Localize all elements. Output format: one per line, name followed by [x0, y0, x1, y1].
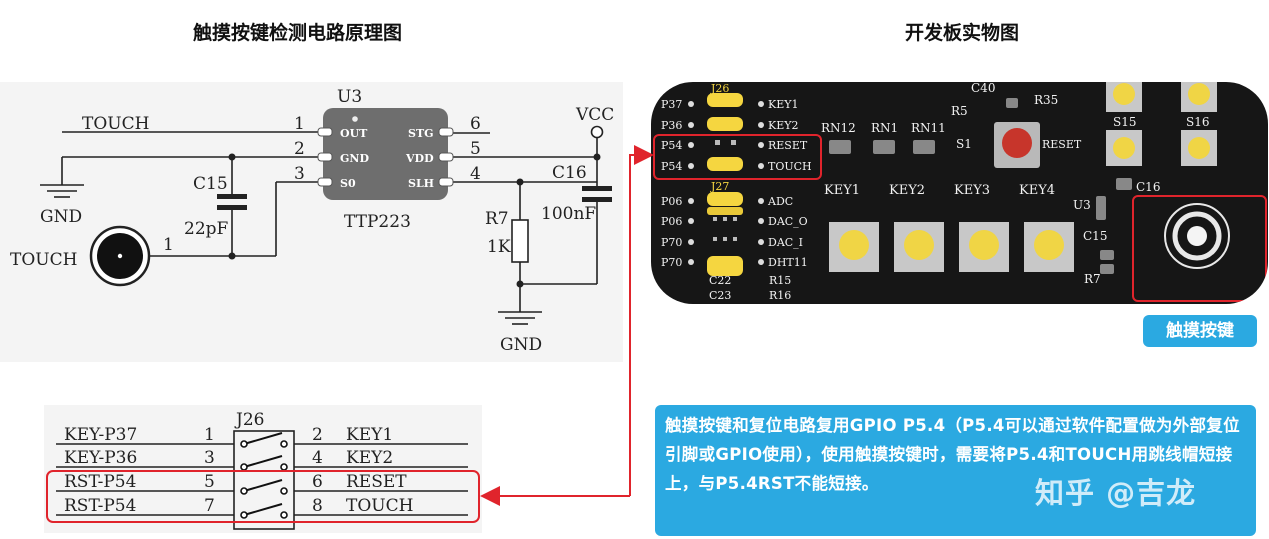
chip-pin-stg: STG [408, 127, 434, 140]
jumper-row-2-pin-left: 3 [204, 448, 215, 468]
jumper-row-3-left: RST-P54 [64, 472, 136, 492]
board-key3-label: KEY3 [954, 183, 990, 198]
chip-name-label: TTP223 [344, 212, 411, 232]
jumper-row-4-pin-left: 7 [204, 496, 215, 516]
board-key1-label: KEY1 [824, 183, 860, 198]
chip-pin-gnd: GND [340, 152, 369, 165]
board-s15-label: S15 [1113, 115, 1137, 129]
board-c16-label: C16 [1136, 180, 1160, 194]
chip-pin-vdd: VDD [405, 152, 434, 165]
pin-number-3: 3 [294, 164, 305, 184]
board-r5-label: R5 [951, 104, 968, 118]
board-reset-label: RESET [1042, 138, 1082, 151]
c16-value-label: 100nF [541, 204, 596, 224]
jumper-row-1-pin-right: 2 [312, 425, 323, 445]
jumper-row-3-pin-right: 6 [312, 472, 323, 492]
touch-detect-schematic: OUT GND S0 STG VDD SLH U3 TTP223 1 2 3 6… [0, 82, 623, 362]
r7-value-label: 1K [487, 237, 511, 257]
pin-number-5: 5 [470, 139, 481, 159]
chip-pin-slh: SLH [408, 177, 434, 190]
jumper-row-4-left: RST-P54 [64, 496, 136, 516]
board-row-3-left: P54 [661, 139, 682, 152]
board-row-3-right: RESET [768, 139, 808, 152]
watermark: 知乎 @吉龙 [1035, 476, 1197, 510]
board-row-4-right: TOUCH [768, 160, 812, 173]
board-row-8-left: P70 [661, 256, 682, 269]
board-touch-highlight [1132, 195, 1267, 302]
board-u3-label: U3 [1073, 198, 1091, 212]
board-row-5-left: P06 [661, 195, 682, 208]
board-rn11-label: RN11 [911, 121, 946, 135]
board-row-7-right: DAC_I [768, 236, 803, 249]
board-row-7-left: P70 [661, 236, 682, 249]
board-j26-label: J26 [710, 82, 729, 95]
touch-pad-pin-number: 1 [163, 235, 174, 255]
jumper-row-3-right: RESET [346, 472, 407, 492]
jumper-row-2-pin-right: 4 [312, 448, 323, 468]
dev-board-photo: J26 J27 P37 KEY1 P36 KEY2 P54 RESET P54 … [651, 82, 1268, 304]
j26-jumper-schematic: J26 KEY-P37 1 2 KEY1 KEY-P36 3 4 KEY2 RS… [44, 405, 482, 533]
pin-number-4: 4 [470, 164, 481, 184]
board-key4-label: KEY4 [1019, 183, 1055, 198]
board-rn1-label: RN1 [871, 121, 898, 135]
board-c23-label: C23 [709, 289, 731, 302]
board-r7-label: R7 [1084, 272, 1101, 286]
board-p54-highlight [653, 134, 822, 180]
c15-value-label: 22pF [184, 219, 229, 239]
j26-header [707, 93, 743, 171]
board-rn12-label: RN12 [821, 121, 856, 135]
board-row-2-right: KEY2 [768, 119, 799, 132]
board-photo-title: 开发板实物图 [905, 22, 1020, 44]
gnd-bottom-label: GND [500, 335, 542, 355]
jumper-row-1-pin-left: 1 [204, 425, 215, 445]
c15-ref-label: C15 [193, 174, 228, 194]
jumper-row-2-right: KEY2 [346, 448, 393, 468]
board-row-8-right: DHT11 [768, 256, 808, 269]
board-c22-label: C22 [709, 274, 731, 287]
board-row-1-left: P37 [661, 98, 682, 111]
pin-number-1: 1 [294, 114, 305, 134]
gnd-left-label: GND [40, 207, 82, 227]
jumper-row-1-left: KEY-P37 [64, 425, 137, 445]
jumper-row-4-right: TOUCH [346, 496, 413, 516]
board-row-5-right: ADC [767, 195, 793, 208]
jumper-row-3-pin-left: 5 [204, 472, 215, 492]
schematic-title: 触摸按键检测电路原理图 [193, 22, 403, 44]
pin-number-2: 2 [294, 139, 305, 159]
board-row-1-right: KEY1 [768, 98, 799, 111]
arrow-to-board [629, 145, 654, 496]
board-touch-pad [1164, 203, 1230, 269]
chip-ref-label: U3 [337, 87, 362, 107]
j27-header [707, 192, 743, 276]
board-row-4-left: P54 [661, 160, 682, 173]
jumper-row-1-right: KEY1 [346, 425, 393, 445]
touch-key-tag: 触摸按键 [1143, 315, 1257, 347]
board-r16-label: R16 [769, 289, 791, 302]
j26-ref-label: J26 [234, 410, 264, 430]
board-r15-label: R15 [769, 274, 791, 287]
c16-ref-label: C16 [552, 163, 587, 183]
jumper-row-2-left: KEY-P36 [64, 448, 137, 468]
note-callout: 触摸按键和复位电路复用GPIO P5.4（P5.4可以通过软件配置做为外部复位引… [655, 405, 1256, 536]
board-c15-label: C15 [1083, 229, 1107, 243]
pin-number-6: 6 [470, 114, 481, 134]
jumper-row-4-pin-right: 8 [312, 496, 323, 516]
r7-ref-label: R7 [485, 209, 509, 229]
chip-pin-out: OUT [340, 127, 368, 140]
vcc-label: VCC [575, 105, 614, 125]
touch-net-label: TOUCH [82, 114, 149, 134]
board-s16-label: S16 [1186, 115, 1210, 129]
board-s1-label: S1 [956, 137, 972, 151]
board-row-6-left: P06 [661, 215, 682, 228]
touch-pad-label: TOUCH [10, 250, 77, 270]
board-row-2-left: P36 [661, 119, 682, 132]
board-r35-label: R35 [1034, 93, 1058, 107]
board-key2-label: KEY2 [889, 183, 925, 198]
note-text: 触摸按键和复位电路复用GPIO P5.4（P5.4可以通过软件配置做为外部复位引… [665, 416, 1240, 493]
chip-pin-s0: S0 [340, 177, 356, 190]
board-c40-label: C40 [971, 82, 995, 95]
board-row-6-right: DAC_O [768, 215, 808, 228]
board-j27-label: J27 [710, 180, 729, 193]
